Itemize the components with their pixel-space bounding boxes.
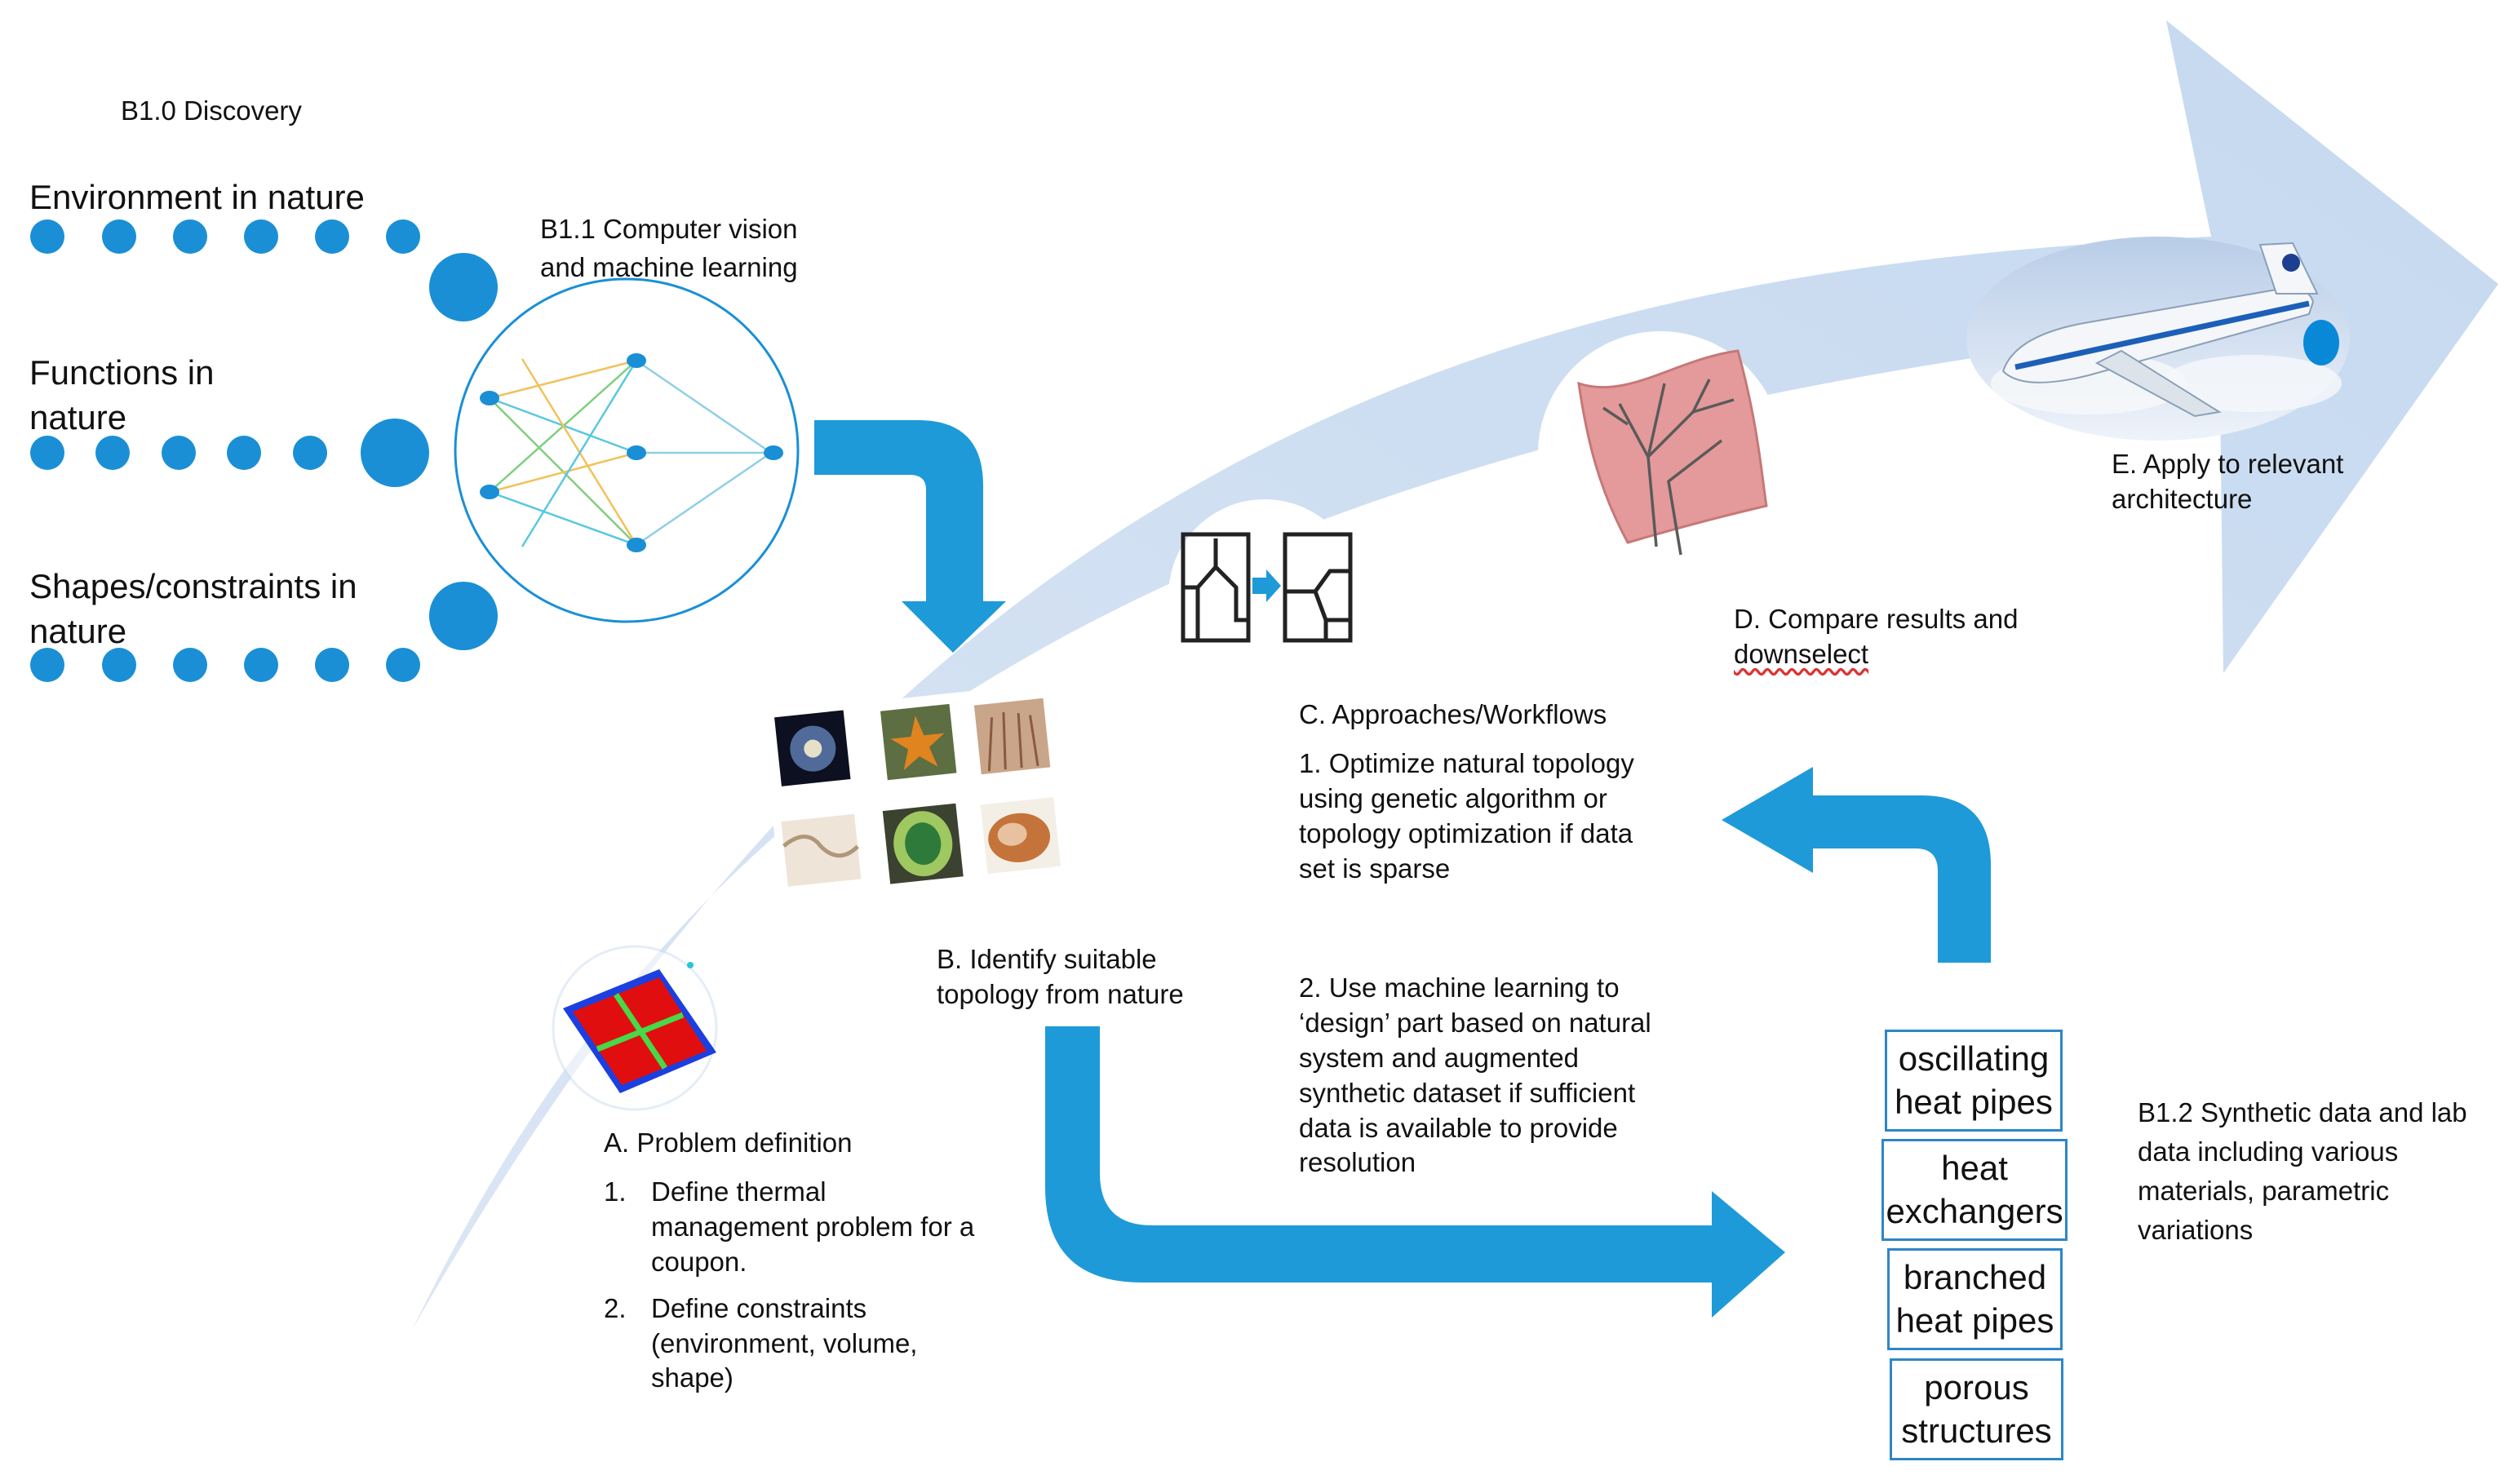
stage-a-step-2-text: Define constraints (environment, volume,… xyxy=(651,1292,918,1393)
flow-arrow-ml-to-topology xyxy=(814,420,1006,653)
stage-b-title: B. Identify suitable topology from natur… xyxy=(937,944,1184,1009)
approaches-icon xyxy=(1168,499,1361,692)
synthetic-box-oscillating-heat-pipes: oscillating heat pipes xyxy=(1885,1030,2063,1132)
stage-a-step-2: 2. Define constraints (environment, volu… xyxy=(604,1291,979,1397)
stage-a-step-1-number: 1. xyxy=(604,1176,627,1207)
stage-d-title-line-2: downselect xyxy=(1734,638,1869,669)
cv-ml-label: B1.1 Computer vision and machine learnin… xyxy=(540,214,798,282)
nature-input-shapes: Shapes/constraints in nature xyxy=(29,567,357,650)
synthetic-box-branched-heat-pipes: branched heat pipes xyxy=(1887,1248,2063,1350)
stage-c-step-2: 2. Use machine learning to ‘design’ part… xyxy=(1299,972,1651,1178)
synthetic-box-porous-structures: porous structures xyxy=(1890,1358,2063,1460)
stage-a-step-1: 1. Define thermal management problem for… xyxy=(604,1175,979,1280)
stage-a-step-2-number: 2. xyxy=(604,1292,627,1323)
nature-input-functions: Functions in nature xyxy=(29,353,215,436)
stage-c-step-1: 1. Optimize natural topology using genet… xyxy=(1299,748,1634,884)
stage-d-title-line-1: D. Compare results and xyxy=(1734,604,2019,634)
nature-input-environment: Environment in nature xyxy=(29,178,365,216)
compare-results-icon xyxy=(1538,331,1783,576)
stage-a-step-1-text: Define thermal management problem for a … xyxy=(651,1176,975,1277)
coupon-icon xyxy=(552,945,718,1111)
neural-network-icon xyxy=(454,277,800,623)
discovery-label: B1.0 Discovery xyxy=(121,95,302,126)
stage-d-title: D. Compare results and downselect xyxy=(1734,602,2018,672)
flow-arrow-synthetic-to-approaches xyxy=(1722,767,1991,963)
stage-c-title: C. Approaches/Workflows xyxy=(1299,699,1607,729)
airplane-icon xyxy=(1966,237,2350,441)
synthetic-box-heat-exchangers: heat exchangers xyxy=(1881,1139,2068,1241)
nature-topology-collage xyxy=(761,683,1068,904)
synthetic-data-label: B1.2 Synthetic data and lab data includi… xyxy=(2138,1097,2467,1245)
stage-a-steps: 1. Define thermal management problem for… xyxy=(604,1175,979,1407)
flow-arrow-topology-to-synthetic xyxy=(1045,1026,1785,1318)
stage-a-title: A. Problem definition xyxy=(604,1127,853,1158)
stage-e-title: E. Apply to relevant architecture xyxy=(2112,449,2344,514)
shapes-dots xyxy=(30,582,498,682)
environment-dots xyxy=(30,219,498,321)
functions-dots xyxy=(30,419,429,487)
